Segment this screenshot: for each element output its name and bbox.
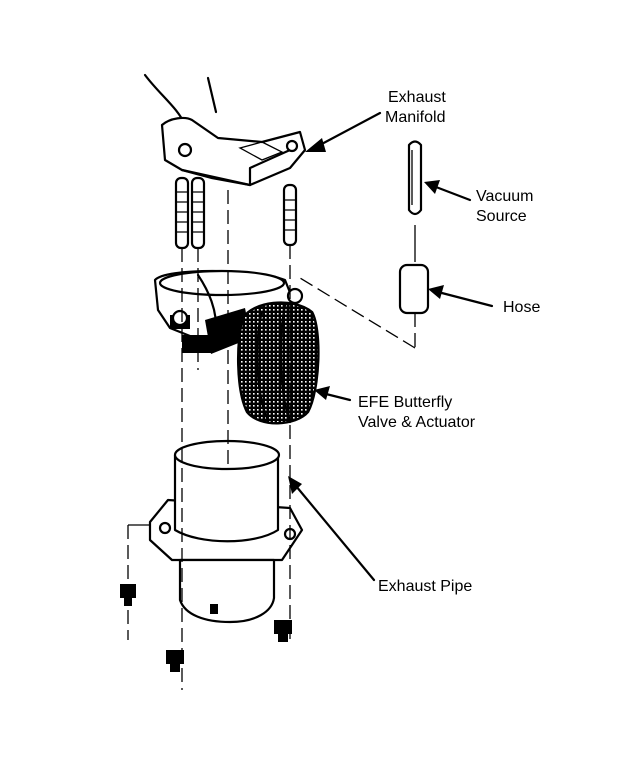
manifold-studs <box>174 176 298 250</box>
label-vacuum-source-line2: Source <box>476 208 527 225</box>
hose <box>299 225 430 349</box>
label-vacuum-source-line1: Vacuum <box>476 188 534 205</box>
efe-actuator <box>237 301 320 425</box>
label-exhaust-manifold-line2: Manifold <box>385 109 446 126</box>
leader-lines <box>288 111 494 582</box>
assembly-lines <box>127 190 291 690</box>
exhaust-pipe <box>148 439 304 624</box>
vacuum-source <box>407 140 423 216</box>
label-efe-valve-line2: Valve & Actuator <box>358 414 476 431</box>
label-exhaust-manifold-line1: Exhaust <box>388 89 446 106</box>
exhaust-manifold <box>143 73 307 187</box>
label-exhaust-pipe: Exhaust Pipe <box>378 578 473 595</box>
label-efe-valve-line1: EFE Butterfly <box>358 394 453 411</box>
flange-nuts <box>120 584 292 672</box>
label-hose: Hose <box>503 299 541 316</box>
